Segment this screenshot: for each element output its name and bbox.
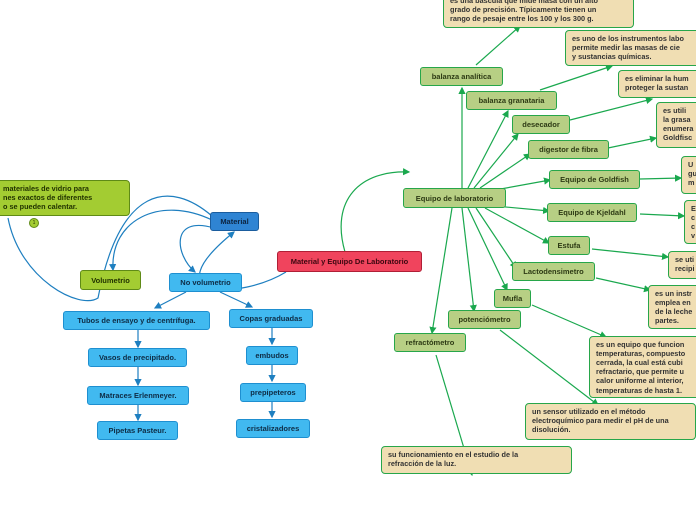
equipo-node[interactable]: Equipo de laboratorio <box>403 188 506 208</box>
note-digestor[interactable]: es utili la grasa enumera Goldfisc <box>656 102 696 148</box>
volumetrio-node[interactable]: Volumetrio <box>80 270 141 290</box>
equipo-item-goldfish[interactable]: Equipo de Goldfish <box>549 170 640 189</box>
no-volumetrio-node[interactable]: No volumetrio <box>169 273 242 292</box>
equipo-item-mufla[interactable]: Mufla <box>494 289 531 308</box>
material-item-tubos[interactable]: Tubos de ensayo y de centrífuga. <box>63 311 210 330</box>
material-item-prepipeteros[interactable]: prepipeteros <box>240 383 306 402</box>
equipo-item-estufa[interactable]: Estufa <box>548 236 590 255</box>
note-lactodensimetro[interactable]: es un instr emplea en de la leche partes… <box>648 285 696 329</box>
material-item-embudos[interactable]: embudos <box>246 346 298 365</box>
material-item-pipetas[interactable]: Pipetas Pasteur. <box>97 421 178 440</box>
note-balanza-granataria[interactable]: es uno de los instrumentos labo permite … <box>565 30 696 66</box>
note-mufla[interactable]: es un equipo que funcion temperaturas, c… <box>589 336 696 398</box>
material-note[interactable]: materiales de vidrio para nes exactos de… <box>0 180 130 216</box>
note-kjeldahl[interactable]: E c c v <box>684 200 696 244</box>
equipo-item-refractometro[interactable]: refractómetro <box>394 333 466 352</box>
material-item-matraces[interactable]: Matraces Erlenmeyer. <box>87 386 189 405</box>
equipo-item-balanza-analitica[interactable]: balanza analítica <box>420 67 503 86</box>
material-item-copas[interactable]: Copas graduadas <box>229 309 313 328</box>
equipo-item-potenciometro[interactable]: potenciómetro <box>448 310 521 329</box>
note-balanza-analitica[interactable]: es una báscula que mide masa con un alto… <box>443 0 634 28</box>
note-desecador[interactable]: es eliminar la hum proteger la sustan <box>618 70 696 98</box>
equipo-item-balanza-granataria[interactable]: balanza granataria <box>466 91 557 110</box>
equipo-item-digestor[interactable]: digestor de fibra <box>528 140 609 159</box>
note-badge-icon: 1 <box>29 218 39 228</box>
equipo-item-lactodensimetro[interactable]: Lactodensimetro <box>512 262 595 281</box>
equipo-item-desecador[interactable]: desecador <box>512 115 570 134</box>
note-potenciometro[interactable]: un sensor utilizado en el método electro… <box>525 403 696 440</box>
note-estufa[interactable]: se uti recipi <box>668 251 696 279</box>
root-node[interactable]: Material y Equipo De Laboratorio <box>277 251 422 272</box>
note-goldfish[interactable]: U gu m <box>681 156 696 194</box>
material-item-cristalizadores[interactable]: cristalizadores <box>236 419 310 438</box>
material-node[interactable]: Material <box>210 212 259 231</box>
equipo-item-kjeldahl[interactable]: Equipo de Kjeldahl <box>547 203 637 222</box>
material-item-vasos[interactable]: Vasos de precipitado. <box>88 348 187 367</box>
note-refractometro[interactable]: su funcionamiento en el estudio de la re… <box>381 446 572 474</box>
